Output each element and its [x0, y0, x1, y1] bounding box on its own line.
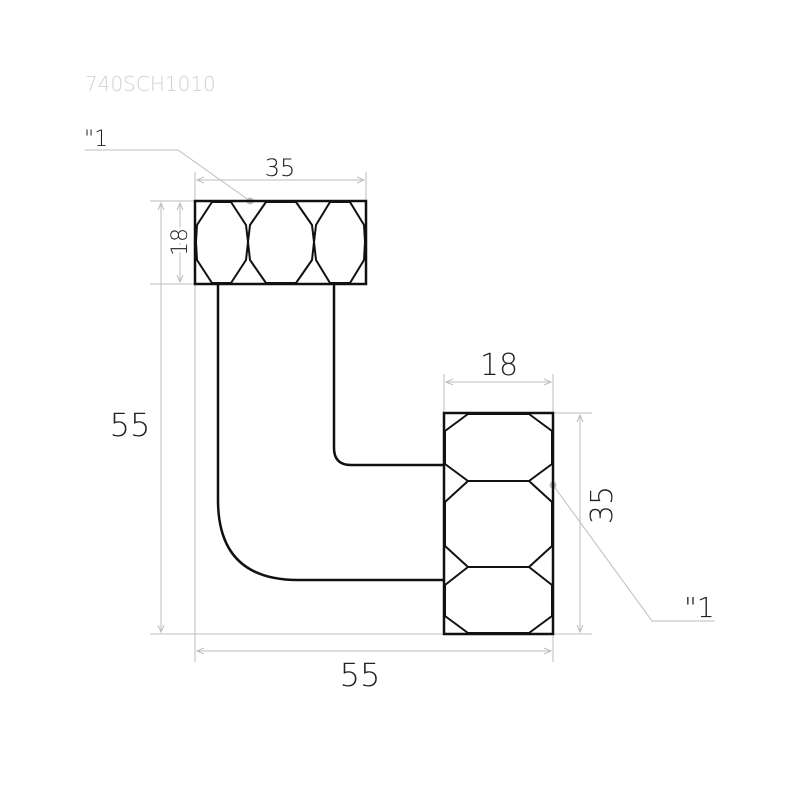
leader-top: [85, 149, 251, 202]
dim-total-width: 55: [340, 656, 381, 694]
crystal: [195, 201, 249, 284]
dim-right-width: 18: [480, 348, 518, 383]
product-code: 740SCH1010: [85, 72, 216, 96]
dim-top-height: 18: [168, 228, 193, 256]
crystal: [444, 566, 553, 634]
crystal: [247, 201, 315, 284]
dim-total-height: 55: [110, 406, 151, 444]
top-crystals: [195, 201, 366, 284]
crystal: [444, 413, 553, 482]
callout-top: "1: [84, 127, 108, 152]
crystal: [444, 480, 553, 568]
dim-top-width: 35: [265, 154, 296, 182]
tube-inner: [332, 284, 444, 467]
top-crystal-block: [193, 199, 368, 286]
dim-right-height: 35: [585, 486, 620, 524]
callout-right: "1: [684, 591, 715, 624]
crystal: [313, 201, 366, 284]
right-crystals: [444, 413, 553, 634]
right-crystal-block: [442, 411, 555, 636]
extension-lines: [150, 172, 592, 662]
tube-outer: [216, 284, 444, 582]
leader-right: [552, 484, 715, 622]
